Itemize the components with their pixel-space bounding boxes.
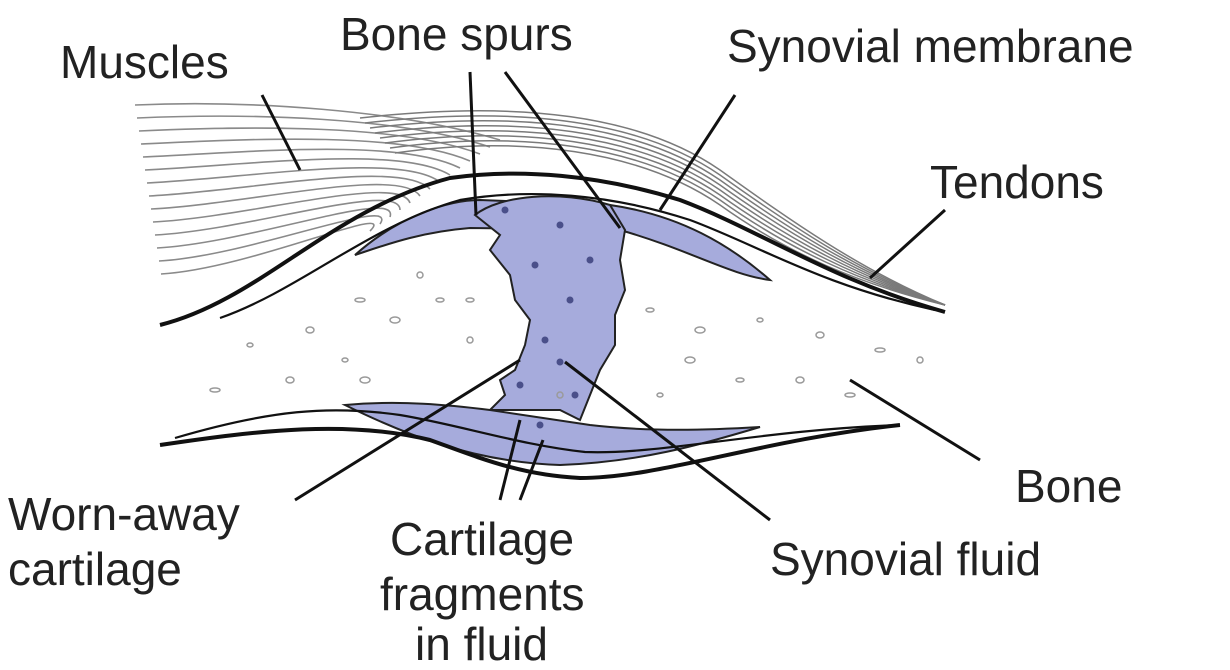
bone-speck (467, 337, 473, 343)
bone-speck (436, 298, 444, 302)
bone-speck (360, 377, 370, 383)
bone-speck (286, 377, 294, 383)
fluid-dot (567, 297, 574, 304)
bone-speck (466, 298, 474, 302)
leader-bone-spurs-1 (470, 72, 476, 215)
bone-speck (917, 357, 923, 363)
muscle-fiber-line (143, 149, 460, 168)
bone-speck (355, 298, 365, 302)
fluid-dot (537, 422, 544, 429)
bone-speck (796, 377, 804, 383)
bone-speck (757, 318, 763, 322)
bone-speck (685, 357, 695, 363)
leader-tendons (870, 210, 945, 278)
bone-speck (306, 327, 314, 333)
fluid-dot (502, 207, 509, 214)
label-fragments-1: Cartilage (390, 513, 574, 565)
bone-speck (657, 393, 663, 397)
muscle-fiber-line (147, 168, 440, 183)
bone-speck (875, 348, 885, 352)
bone-speck (646, 308, 654, 312)
leader-bone (850, 380, 980, 460)
muscle-fibers (135, 104, 500, 274)
label-synovial-membrane: Synovial membrane (727, 20, 1134, 72)
label-fragments-3: in fluid (415, 618, 548, 670)
bone-speck (816, 332, 824, 338)
bone-speck (845, 393, 855, 397)
fluid-dot (517, 382, 524, 389)
synovial-fluid-column (475, 196, 625, 420)
fluid-dot (557, 222, 564, 229)
fluid-dot (587, 257, 594, 264)
bone-speck (210, 388, 220, 392)
label-worn-away-2: cartilage (8, 543, 182, 595)
label-tendons: Tendons (930, 156, 1104, 208)
fluid-dot (572, 392, 579, 399)
label-bone-spurs: Bone spurs (340, 8, 573, 60)
fluid-dot (557, 359, 564, 366)
muscle-fiber-line (157, 208, 390, 248)
label-fragments-2: fragments (380, 568, 585, 620)
bone-speck (342, 358, 348, 362)
fluid-dot (542, 337, 549, 344)
bone-speck (390, 317, 400, 323)
bone-speck (417, 272, 423, 278)
bone-speck (736, 378, 744, 382)
label-worn-away-1: Worn-away (8, 488, 240, 540)
label-bone: Bone (1015, 460, 1122, 512)
bone-speck (695, 327, 705, 333)
bone-speck (247, 343, 253, 347)
fluid-dot (532, 262, 539, 269)
label-muscles: Muscles (60, 36, 229, 88)
label-synovial-fluid: Synovial fluid (770, 533, 1041, 585)
